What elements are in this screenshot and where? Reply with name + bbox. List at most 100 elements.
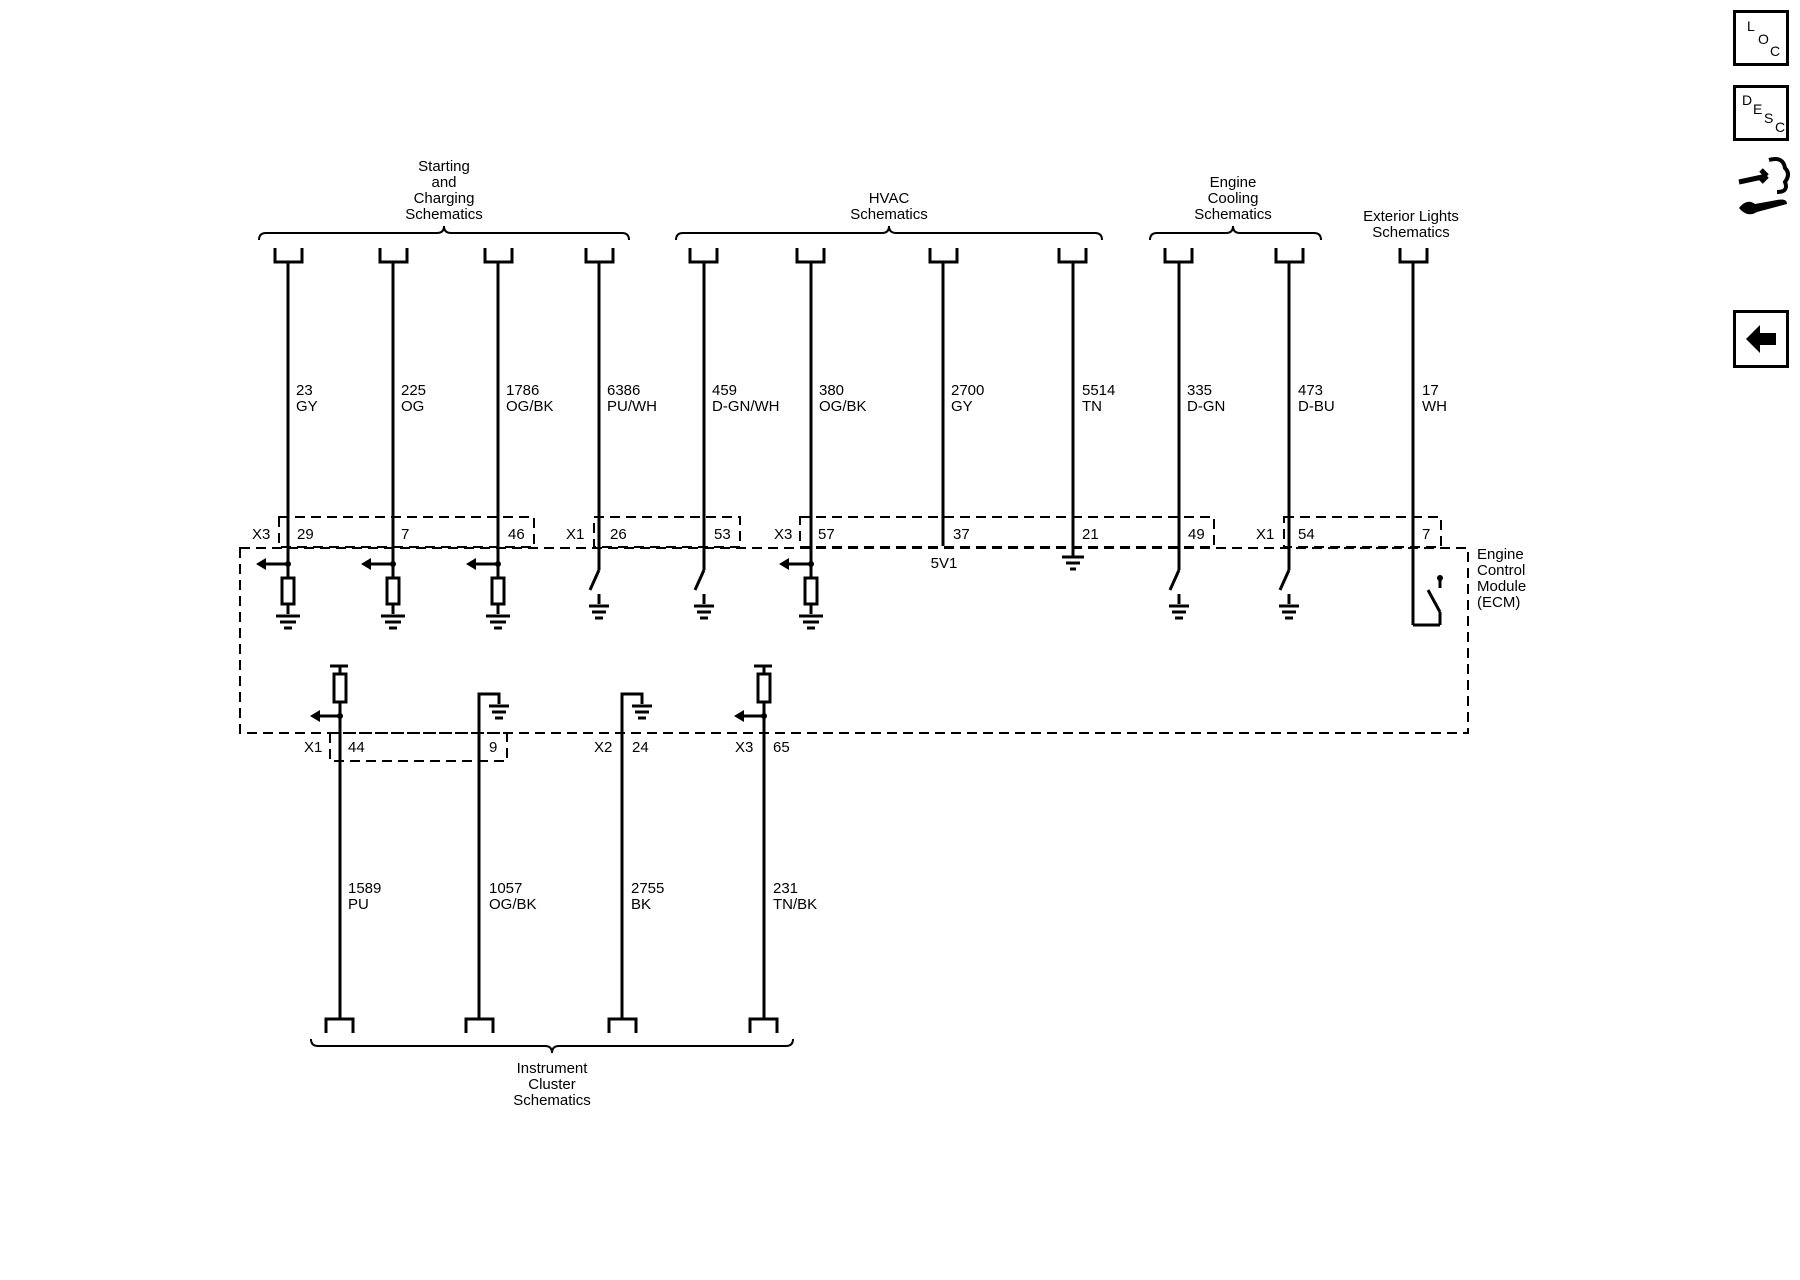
cluster-label-1: Instrument — [517, 1060, 589, 1077]
wire-circuit: 1589 — [348, 880, 381, 897]
reference-5v: 5V1 — [931, 555, 958, 572]
wire-circuit: 1057 — [489, 880, 522, 897]
wire-circuit: 2755 — [631, 880, 664, 897]
wire-circuit: 335 — [1187, 382, 1212, 399]
desc-letter-s: S — [1764, 110, 1774, 126]
pin-number: 7 — [1422, 526, 1430, 543]
wire-color: BK — [631, 896, 651, 913]
wire-circuit: 1786 — [506, 382, 539, 399]
cluster-label-3: Schematics — [513, 1092, 591, 1109]
connector-wrench-icon[interactable] — [1733, 152, 1793, 222]
ecm-outline — [239, 547, 1469, 734]
desc-letter-c: C — [1775, 119, 1786, 135]
exterior-label-1: Exterior Lights — [1363, 208, 1459, 225]
bottom-wires — [338, 716, 766, 1019]
connector-id: X1 — [1256, 526, 1274, 543]
wire-color: OG/BK — [489, 896, 537, 913]
switch-473 — [1278, 569, 1299, 620]
resistor-input-1786 — [466, 558, 510, 630]
loc-button[interactable]: L O C — [1733, 10, 1789, 66]
pin-number: 57 — [818, 526, 835, 543]
cooling-label-1: Engine — [1210, 174, 1257, 191]
pin-number: 54 — [1298, 526, 1315, 543]
wire-color: PU/WH — [607, 398, 657, 415]
pullup-input-1589 — [310, 664, 348, 722]
connector-id: X1 — [566, 526, 584, 543]
wire-color: OG/BK — [819, 398, 867, 415]
bracket-cooling — [1149, 225, 1322, 241]
wire-circuit: 2700 — [951, 382, 984, 399]
loc-letter-l: L — [1747, 18, 1755, 34]
pin-number: 49 — [1188, 526, 1205, 543]
pin-number: 65 — [773, 739, 790, 756]
hvac-label-1: HVAC — [869, 190, 910, 207]
wire-color: TN/BK — [773, 896, 817, 913]
pin-number: 46 — [508, 526, 525, 543]
desc-button[interactable]: D E S C — [1733, 85, 1789, 141]
resistor-input-225 — [361, 558, 405, 630]
desc-letter-e: E — [1753, 101, 1763, 117]
wire-color: D-GN — [1187, 398, 1225, 415]
wire-color: PU — [348, 896, 369, 913]
pin-number: 44 — [348, 739, 365, 756]
pin-number: 26 — [610, 526, 627, 543]
connector-id: X1 — [304, 739, 322, 756]
connector-id: X3 — [774, 526, 792, 543]
top-wires — [286, 262, 1415, 625]
starting-label-3: Charging — [414, 190, 475, 207]
starting-label-1: Starting — [418, 158, 470, 175]
ecm-label-2: Control — [1477, 562, 1525, 579]
top-terminals — [273, 248, 1429, 264]
wire-color: GY — [951, 398, 973, 415]
bracket-starting — [258, 225, 630, 241]
cooling-label-2: Cooling — [1208, 190, 1259, 207]
bracket-cluster — [310, 1038, 794, 1054]
connector-id: X3 — [252, 526, 270, 543]
arrow-left-icon — [1746, 325, 1776, 353]
bottom-connector-box — [329, 732, 508, 762]
starting-label-4: Schematics — [405, 206, 483, 223]
pin-number: 7 — [401, 526, 409, 543]
loc-letter-c: C — [1770, 43, 1781, 59]
wire-circuit: 225 — [401, 382, 426, 399]
connector-id: X3 — [735, 739, 753, 756]
pin-number: 53 — [714, 526, 731, 543]
ecm-label-1: Engine — [1477, 546, 1524, 563]
loc-letter-o: O — [1758, 31, 1769, 47]
ground-5514 — [1062, 555, 1084, 571]
starting-label-2: and — [431, 174, 456, 191]
wire-color: WH — [1422, 398, 1447, 415]
ecm-label-4: (ECM) — [1477, 594, 1520, 611]
wire-color: D-GN/WH — [712, 398, 780, 415]
bottom-terminals — [324, 1017, 779, 1033]
bottom-pin-labels: X1 44 9 X2 24 X3 65 — [304, 739, 790, 756]
pin-number: 29 — [297, 526, 314, 543]
switch-335 — [1168, 569, 1189, 620]
back-button[interactable] — [1733, 310, 1789, 368]
cooling-label-3: Schematics — [1194, 206, 1272, 223]
high-side-switch-17 — [1413, 575, 1443, 627]
pin-number: 24 — [632, 739, 649, 756]
wire-circuit: 17 — [1422, 382, 1439, 399]
wire-color: OG/BK — [506, 398, 554, 415]
ground-2755 — [620, 692, 652, 730]
bottom-wire-labels: 1589 PU 1057 OG/BK 2755 BK 231 TN/BK — [348, 880, 817, 913]
ground-1057 — [477, 692, 509, 730]
wire-circuit: 380 — [819, 382, 844, 399]
wire-color: GY — [296, 398, 318, 415]
wire-color: D-BU — [1298, 398, 1335, 415]
wire-color: TN — [1082, 398, 1102, 415]
wire-circuit: 5514 — [1082, 382, 1115, 399]
switch-459 — [693, 569, 714, 620]
cluster-label-2: Cluster — [528, 1076, 576, 1093]
hvac-label-2: Schematics — [850, 206, 928, 223]
exterior-label-2: Schematics — [1372, 224, 1450, 241]
resistor-input-380 — [779, 558, 823, 630]
pin-number: 21 — [1082, 526, 1099, 543]
pin-number: 37 — [953, 526, 970, 543]
pullup-input-231 — [734, 664, 772, 722]
desc-letter-d: D — [1742, 92, 1753, 108]
top-wire-labels: 23 GY 225 OG 1786 OG/BK 6386 PU/WH 459 D… — [296, 382, 1447, 415]
wire-circuit: 473 — [1298, 382, 1323, 399]
